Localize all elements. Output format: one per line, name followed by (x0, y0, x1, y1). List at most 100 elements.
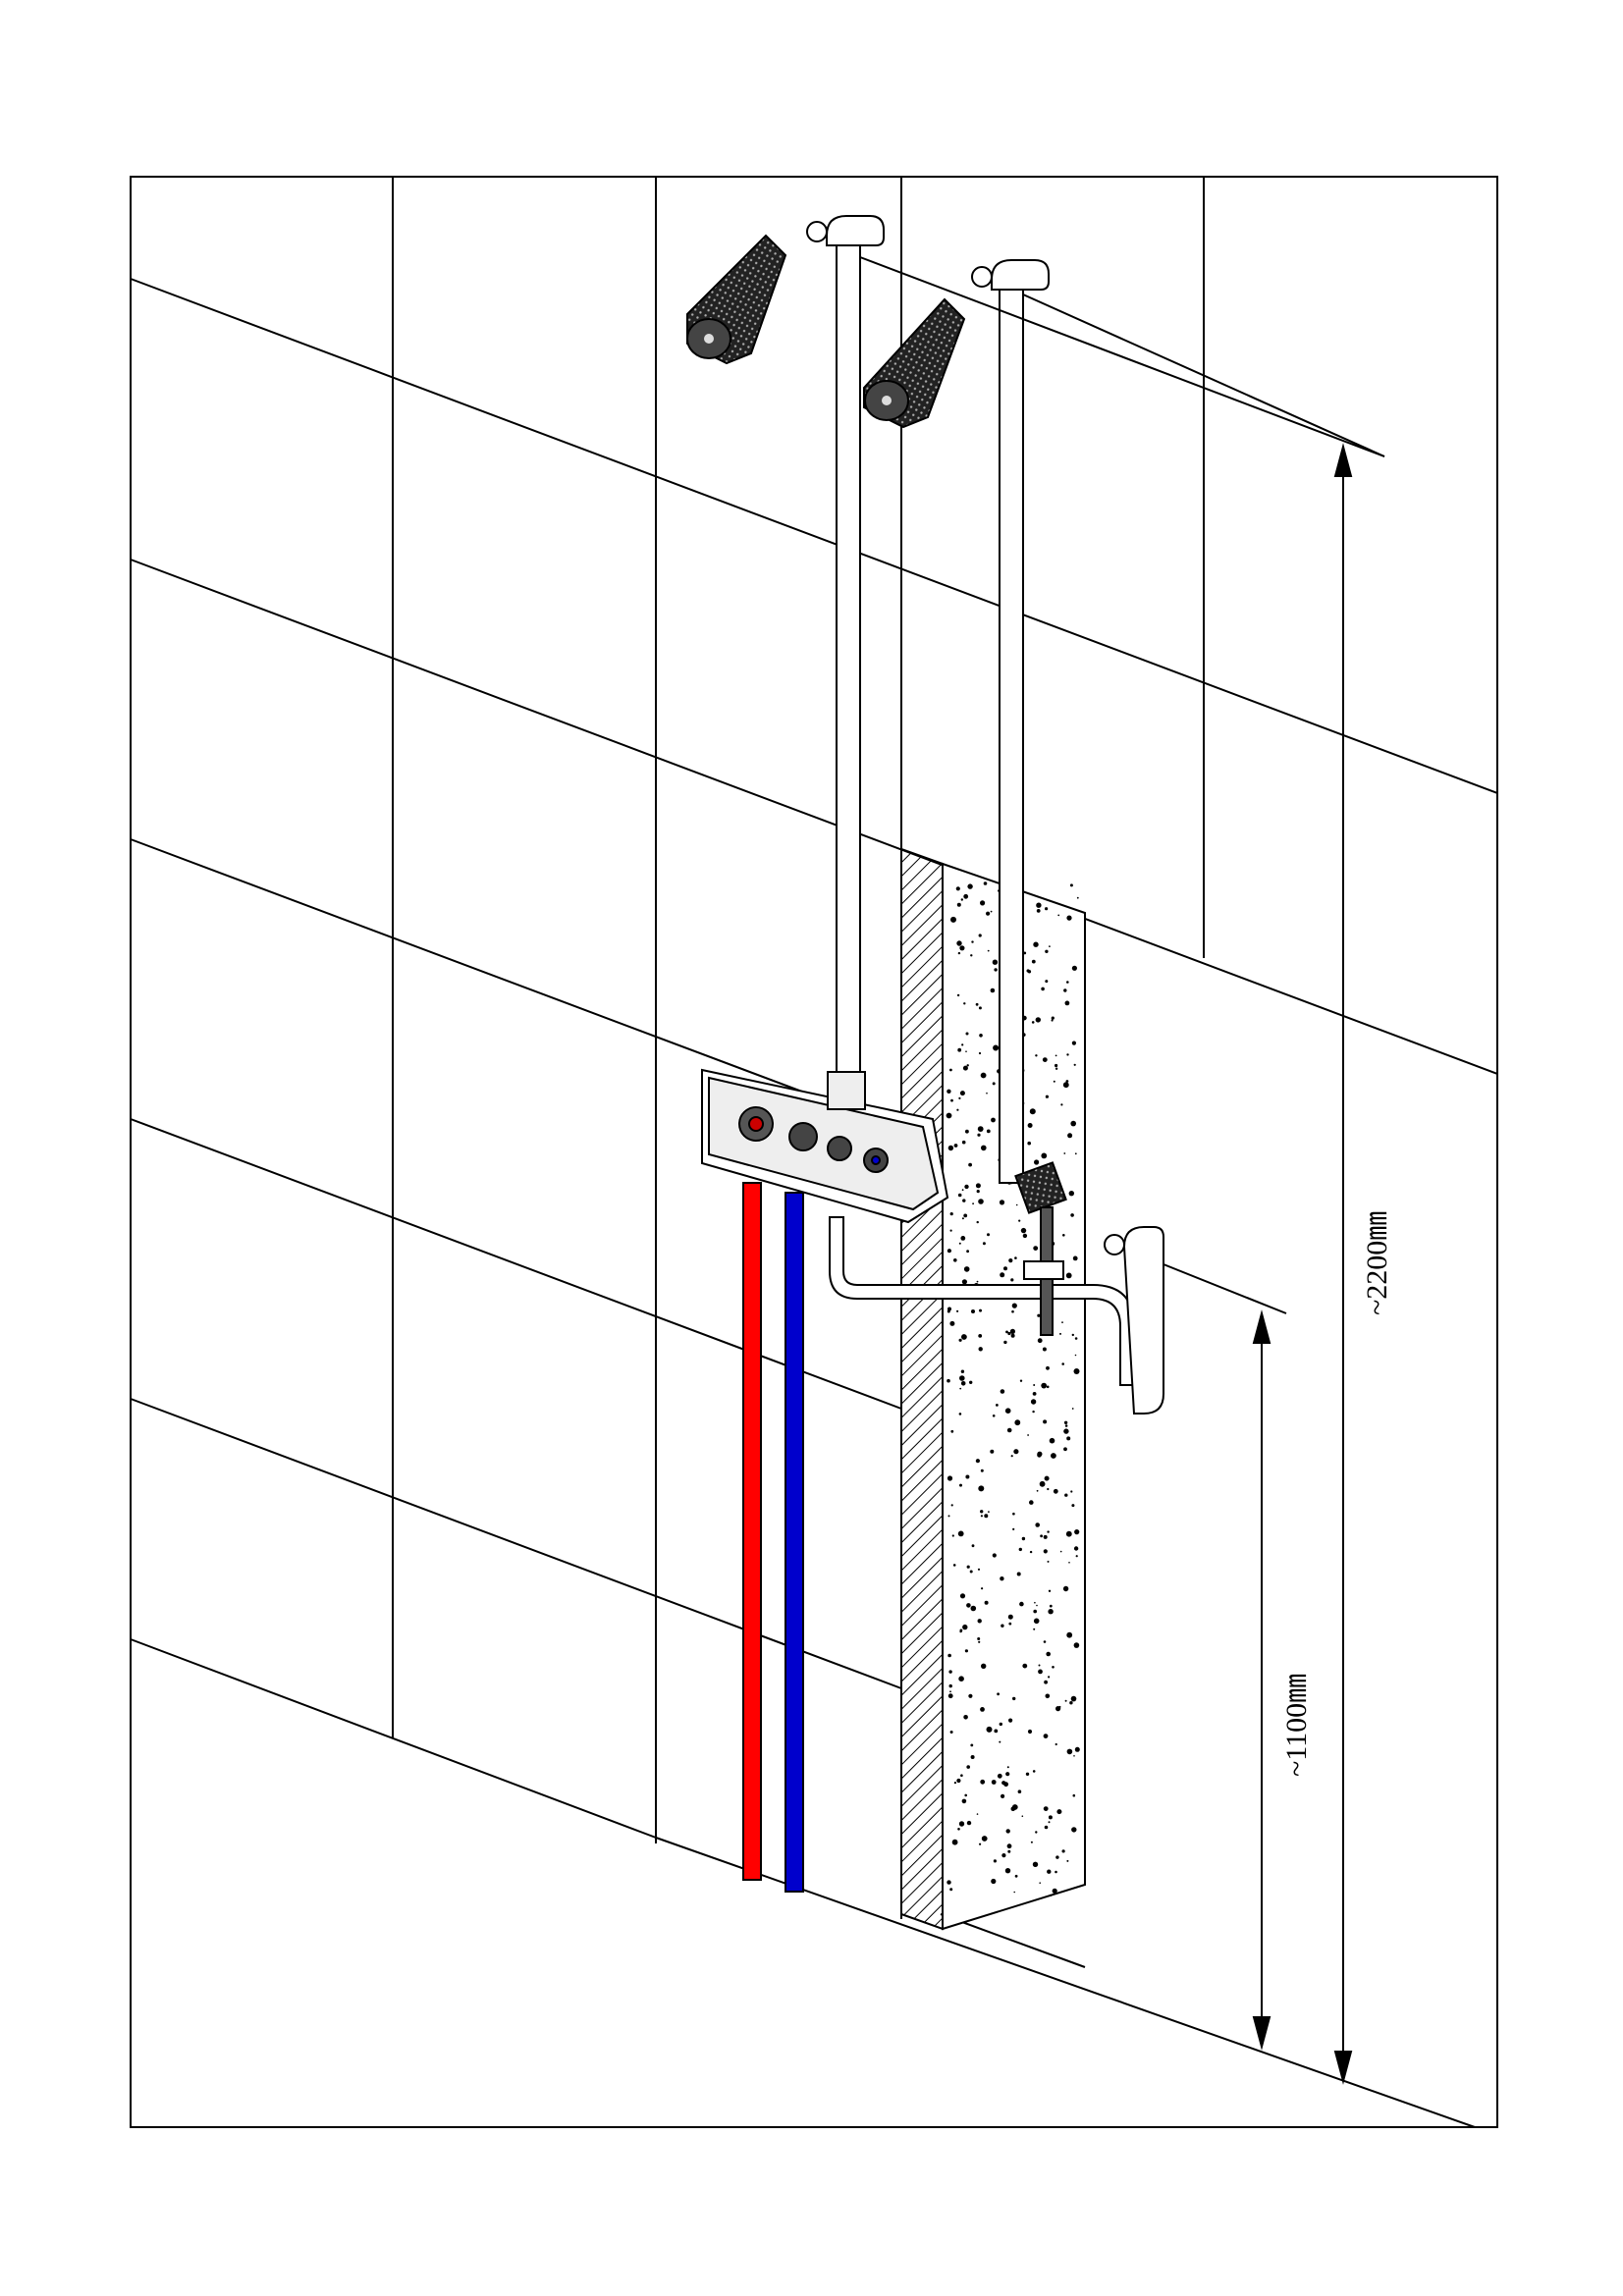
concrete-speckle (1063, 1420, 1068, 1425)
concrete-speckle (1073, 1755, 1075, 1757)
concrete-speckle (1032, 1410, 1035, 1414)
concrete-speckle (1001, 1853, 1006, 1858)
concrete-speckle (979, 1842, 982, 1845)
concrete-speckle (1003, 1266, 1007, 1271)
concrete-speckle (1049, 1437, 1055, 1444)
concrete-speckle (1053, 1488, 1058, 1494)
concrete-speckle (1041, 987, 1045, 991)
concrete-speckle (1033, 1609, 1037, 1614)
concrete-speckle (994, 1729, 999, 1734)
concrete-speckle (991, 1117, 996, 1123)
concrete-speckle (978, 934, 982, 937)
concrete-speckle (975, 1183, 981, 1189)
concrete-speckle (1070, 1120, 1076, 1127)
concrete-speckle (991, 1878, 997, 1885)
concrete-speckle (960, 1381, 966, 1386)
concrete-speckle (1063, 988, 1067, 992)
concrete-speckle (953, 1782, 957, 1785)
concrete-speckle (959, 1091, 965, 1096)
shower-head-icon (686, 234, 787, 365)
concrete-speckle (992, 959, 999, 965)
concrete-speckle (1071, 1041, 1076, 1045)
thermostatic-valve-icon (701, 1068, 949, 1224)
concrete-speckle (953, 1144, 958, 1148)
concrete-speckle (1004, 1868, 1011, 1874)
concrete-speckle (965, 1050, 967, 1052)
concrete-speckle (1036, 909, 1041, 913)
concrete-speckle (1067, 1133, 1073, 1139)
concrete-speckle (1063, 1428, 1069, 1434)
concrete-speckle (1012, 1527, 1015, 1530)
concrete-speckle (956, 902, 961, 907)
concrete-speckle (958, 1676, 964, 1682)
concrete-speckle (1021, 1536, 1026, 1541)
concrete-speckle (959, 1375, 965, 1381)
concrete-speckle (975, 1002, 979, 1006)
concrete-speckle (990, 910, 993, 913)
concrete-speckle (948, 1670, 952, 1674)
concrete-speckle (984, 1514, 989, 1519)
concrete-speckle (1015, 1203, 1018, 1206)
concrete-speckle (1029, 1500, 1034, 1505)
concrete-speckle (977, 1133, 981, 1137)
concrete-speckle (987, 949, 990, 952)
concrete-speckle (1033, 1384, 1036, 1386)
concrete-speckle (1073, 1546, 1079, 1551)
concrete-speckle (1010, 1278, 1014, 1282)
concrete-speckle (1035, 1522, 1040, 1527)
concrete-speckle (1060, 1103, 1063, 1106)
concrete-speckle (949, 1690, 951, 1693)
concrete-speckle (1048, 1676, 1051, 1679)
concrete-speckle (1048, 1589, 1052, 1593)
concrete-speckle (949, 1731, 953, 1734)
concrete-speckle (1033, 1246, 1039, 1251)
concrete-speckle (983, 881, 988, 885)
concrete-speckle (955, 886, 960, 891)
concrete-speckle (1070, 1490, 1073, 1493)
concrete-speckle (1044, 1825, 1049, 1830)
concrete-speckle (963, 1266, 970, 1272)
concrete-speckle (1014, 1256, 1017, 1259)
concrete-speckle (1059, 1332, 1061, 1335)
concrete-speckle (992, 1553, 997, 1558)
concrete-speckle (987, 1233, 990, 1237)
concrete-speckle (1048, 1815, 1053, 1820)
concrete-speckle (947, 1145, 954, 1151)
concrete-speckle (1041, 1152, 1048, 1159)
concrete-speckle (970, 1755, 975, 1759)
concrete-speckle (959, 1593, 966, 1599)
concrete-speckle (961, 1189, 964, 1192)
concrete-speckle (1062, 1585, 1069, 1592)
concrete-speckle (1071, 1333, 1075, 1337)
concrete-speckle (949, 1888, 953, 1892)
concrete-speckle (1045, 907, 1049, 911)
concrete-speckle (1035, 1831, 1038, 1834)
concrete-speckle (1049, 1894, 1052, 1896)
concrete-speckle (1041, 1382, 1048, 1389)
concrete-speckle (961, 1217, 964, 1220)
concrete-speckle (1070, 1695, 1077, 1702)
concrete-speckle (1058, 1705, 1061, 1708)
concrete-speckle (1070, 1213, 1074, 1217)
concrete-speckle (977, 1619, 982, 1624)
concrete-speckle (986, 1092, 988, 1095)
concrete-speckle (993, 1859, 998, 1863)
concrete-speckle (961, 1334, 967, 1340)
concrete-speckle (956, 1778, 961, 1784)
concrete-speckle (950, 916, 956, 923)
concrete-speckle (957, 1193, 962, 1198)
concrete-speckle (1013, 1449, 1019, 1455)
concrete-speckle (1036, 1489, 1039, 1492)
concrete-speckle (1027, 1123, 1033, 1128)
concrete-speckle (1003, 1340, 1007, 1345)
concrete-speckle (950, 1098, 953, 1102)
concrete-speckle (972, 1202, 974, 1205)
concrete-speckle (1055, 1742, 1057, 1746)
concrete-speckle (1005, 1772, 1010, 1777)
concrete-speckle (980, 1072, 987, 1079)
concrete-speckle (959, 1483, 962, 1487)
concrete-speckle (966, 1064, 969, 1067)
concrete-speckle (986, 911, 991, 916)
concrete-speckle (1052, 1666, 1055, 1669)
concrete-speckle (978, 1051, 982, 1055)
